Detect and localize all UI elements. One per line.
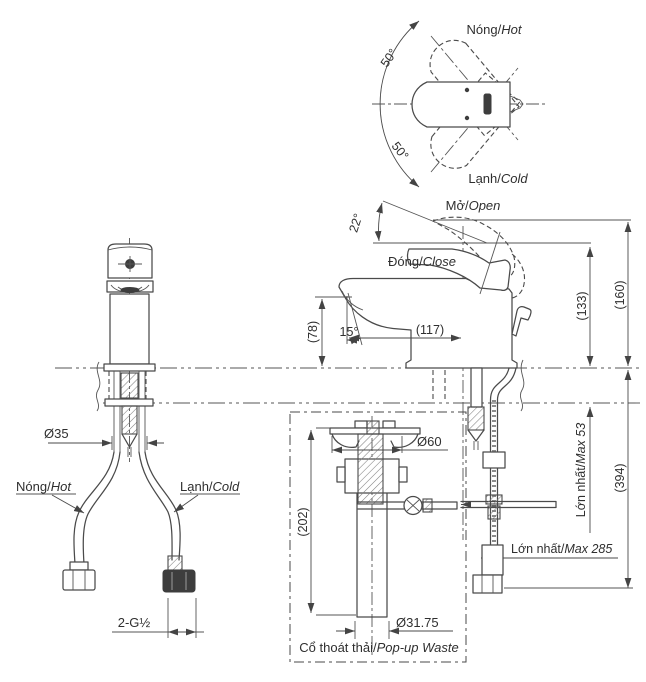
closed-height-dim: (133) <box>575 291 589 320</box>
flange-dia-dim: Ø60 <box>417 434 442 449</box>
hot-hose-ferrule <box>69 561 89 571</box>
counter-break-right <box>519 359 525 412</box>
mounting-nut-front <box>121 405 138 435</box>
cold-hose-label: Lạnh/Cold <box>180 479 240 494</box>
swing-arc <box>379 20 420 188</box>
side-view: 22° Mở/Open Đóng/Close 15° (117) (78) (1… <box>306 198 633 594</box>
rod-clamp-bottom <box>487 505 501 520</box>
open-label: Mở/Open <box>446 198 501 213</box>
faucet-body-front <box>109 293 150 365</box>
rod-lower-section <box>481 544 504 576</box>
lift-rod-knob <box>511 306 532 337</box>
spout-band-front <box>106 280 154 293</box>
rod-clamp-top <box>485 494 503 505</box>
hot-hose-outer <box>73 451 115 565</box>
flange-tab-right <box>382 420 396 429</box>
lift-rod-outer <box>489 367 510 576</box>
top-view: 50° 50° Nóng/Hot Lạnh/Cold <box>372 20 548 188</box>
hot-label-top-view: Nóng/Hot <box>467 22 523 37</box>
hose-end-nut-side <box>472 574 503 594</box>
waste-wing-right <box>398 466 408 483</box>
lever-open-outline <box>431 216 516 278</box>
base-flange-front <box>103 363 156 372</box>
waste-tailpipe <box>356 492 388 618</box>
waste-wing-left <box>336 466 346 483</box>
cold-hose-nut <box>162 569 196 593</box>
cold-leader <box>173 494 199 513</box>
waste-plug <box>357 433 384 505</box>
lever-angle-label: 22° <box>346 212 365 234</box>
faucet-body-side <box>338 277 518 369</box>
waste-height-dim: (202) <box>296 507 310 536</box>
total-depth-dim: (394) <box>613 463 627 492</box>
front-view: Ø35 Nóng/Hot Lạnh/Cold 2-G½ <box>16 238 240 638</box>
flange-tab-left <box>354 420 368 429</box>
spout-reach-dim: (117) <box>416 323 444 337</box>
hot-hose-nut <box>62 569 96 591</box>
cold-hose-ferrule <box>167 555 183 571</box>
handle-pivot <box>483 93 492 115</box>
washer-plate <box>104 398 154 407</box>
handle-nub <box>509 95 524 113</box>
handle-top-outline <box>411 81 511 128</box>
detail-box <box>289 411 467 663</box>
lever-open-grip <box>504 253 526 300</box>
shank-front <box>120 372 139 399</box>
swing-angle-lower: 50° <box>389 139 412 163</box>
lever-angle-arc <box>374 202 383 242</box>
lift-rod-inner <box>496 367 517 576</box>
handle-dot-bottom <box>464 115 470 121</box>
mounting-nut-side <box>467 406 485 431</box>
counter-break-left <box>95 361 101 412</box>
close-label: Đóng/Close <box>388 254 456 269</box>
max-deck-thickness-dim: Lớn nhất/Max 53 <box>574 423 588 517</box>
spout-height-dim: (78) <box>306 321 320 343</box>
swing-angle-upper: 50° <box>378 46 400 70</box>
plug-stem <box>366 420 380 435</box>
open-height-dim: (160) <box>613 280 627 309</box>
aerator <box>120 287 140 293</box>
max-rod-length-dim: Lớn nhất/Max 285 <box>511 542 612 556</box>
mounting-hole-dim: Ø35 <box>44 426 69 441</box>
pipe-dia-dim: Ø31.75 <box>396 615 439 630</box>
cold-label-top-view: Lạnh/Cold <box>468 171 528 186</box>
handle-dot-top <box>464 87 470 93</box>
ball-nut <box>422 498 433 513</box>
hot-hose-label: Nóng/Hot <box>16 479 72 494</box>
thread-size-dim: 2-G½ <box>118 615 151 630</box>
popup-waste-detail: Ø60 (202) Ø31.75 Cổ thoát thải/Pop-up Wa… <box>289 411 467 663</box>
rod-connector <box>482 451 506 469</box>
handle-cold-position <box>430 72 521 169</box>
cold-hose-outer <box>144 451 181 561</box>
hot-leader <box>51 494 85 514</box>
cold-hose-inner <box>138 451 173 561</box>
spout-angle-label: 15° <box>340 325 359 339</box>
handle-hot-position <box>429 39 520 137</box>
countertop-lines <box>55 359 640 412</box>
popup-waste-label: Cổ thoát thải/Pop-up Waste <box>299 640 458 655</box>
shank-side <box>470 367 483 408</box>
hot-hose-inner <box>82 451 121 565</box>
